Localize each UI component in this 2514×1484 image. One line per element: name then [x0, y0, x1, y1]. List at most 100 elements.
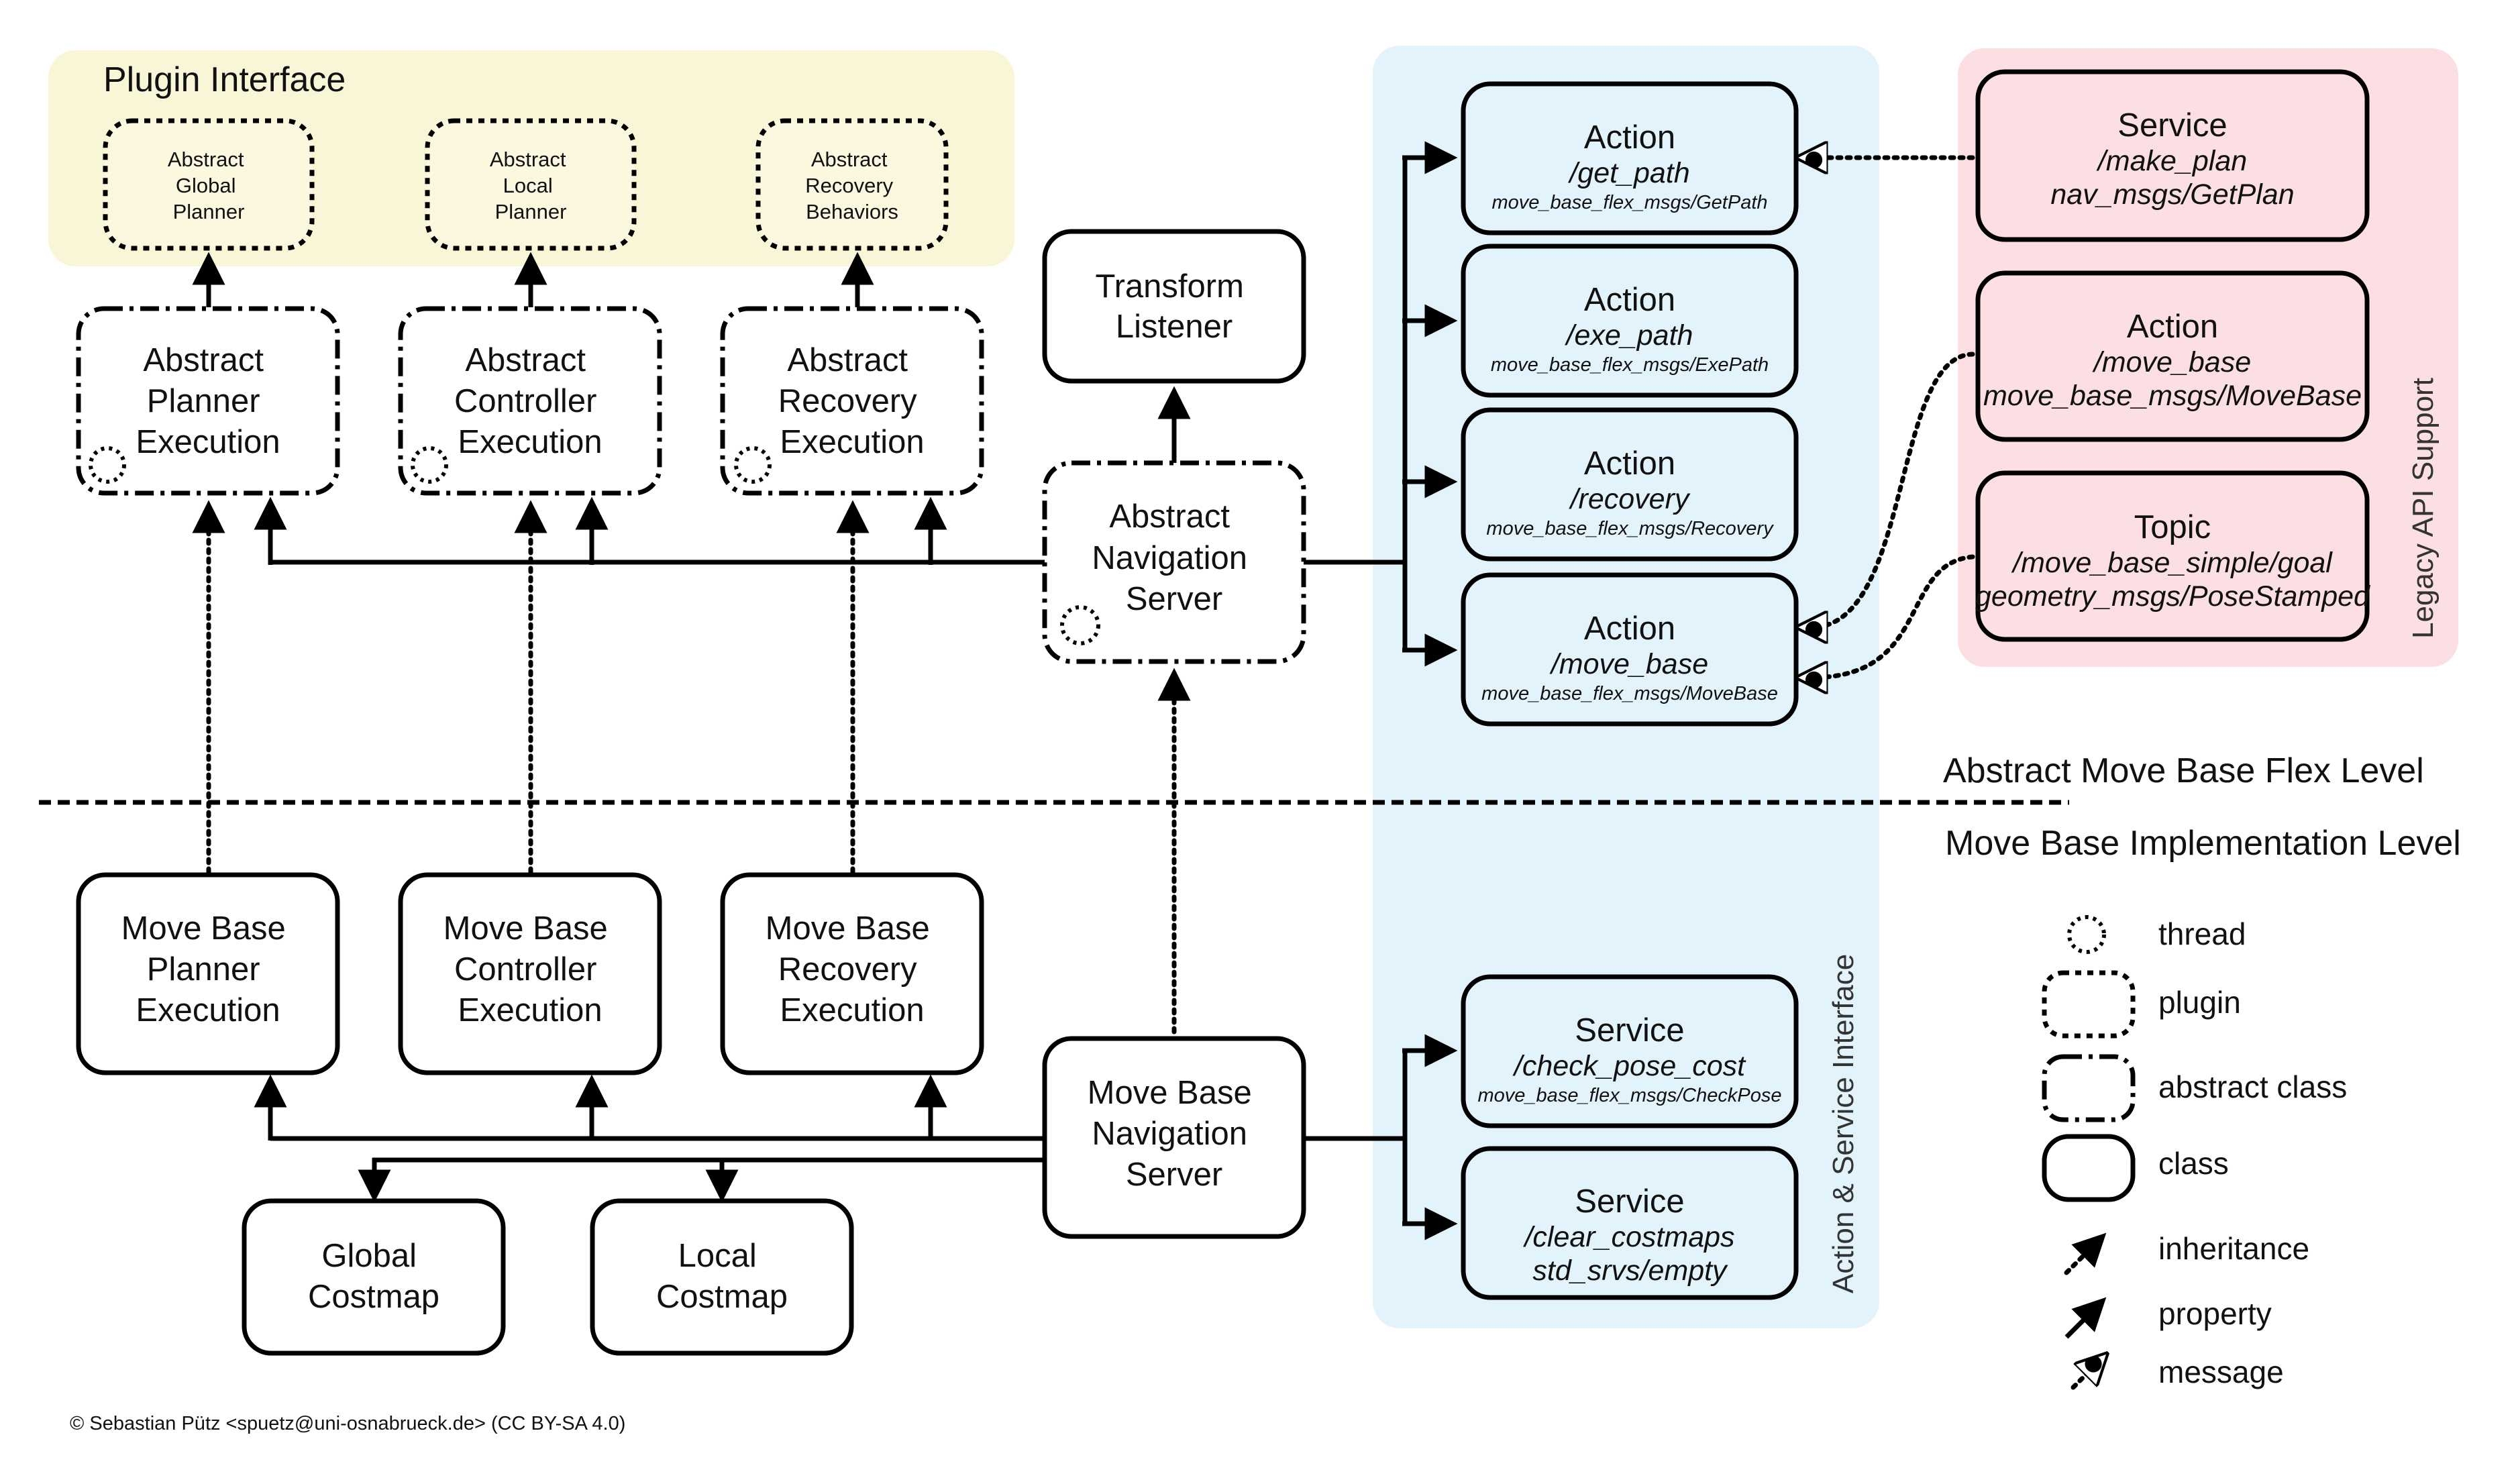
service-check-pose-cost: Service /check_pose_cost move_base_flex_…	[1461, 974, 1799, 1128]
action-name-label: /recovery	[1569, 483, 1691, 515]
service-box	[1461, 1146, 1799, 1300]
action-type-label: move_base_flex_msgs/Recovery	[1486, 518, 1774, 539]
label-line: Local	[678, 1238, 757, 1274]
plugin-label: Abstract Local Planner	[490, 148, 572, 223]
label-line: Execution	[136, 424, 280, 460]
legend-abstract-class-icon	[2042, 1054, 2136, 1122]
label-line: Execution	[458, 992, 602, 1028]
label-line: Abstract	[143, 342, 264, 378]
action-name-label: /move_base	[1549, 648, 1708, 680]
service-type-label: move_base_flex_msgs/CheckPose	[1478, 1085, 1782, 1106]
abstract-class-box	[76, 306, 340, 496]
move-base-controller-execution: Move Base Controller Execution	[398, 872, 662, 1075]
thread-icon	[411, 446, 448, 484]
abstract-class-box	[398, 306, 662, 496]
plugin-label-line: Global	[176, 174, 236, 197]
legacy-type-label: move_base_msgs/MoveBase	[1983, 380, 2362, 412]
global-costmap: Global Costmap	[242, 1198, 506, 1356]
plugin-label-line: Abstract	[168, 148, 244, 171]
legacy-box	[1975, 270, 2370, 442]
action-kind-label: Action	[1584, 282, 1675, 318]
label-line: Move Base	[1088, 1075, 1252, 1111]
action-box	[1461, 244, 1799, 398]
legacy-type-label: nav_msgs/GetPlan	[2050, 178, 2294, 211]
mb-navigation-server-label: Move Base Navigation Server	[1088, 1075, 1261, 1193]
action-service-interface-label: Action & Service Interface	[1827, 954, 1860, 1293]
abstract-planner-execution: Abstract Planner Execution	[76, 306, 340, 496]
action-get-path: Action /get_path move_base_flex_msgs/Get…	[1461, 81, 1799, 235]
plugin-label-line: Planner	[495, 200, 567, 223]
legend-plugin-icon	[2042, 970, 2136, 1039]
service-type-label: std_srvs/empty	[1532, 1255, 1728, 1287]
legend-property-icon	[2064, 1297, 2107, 1339]
label-line: Planner	[147, 383, 260, 419]
message-arrow	[1812, 352, 1975, 627]
plugin-label: Abstract Recovery Behaviors	[805, 148, 899, 223]
legacy-name-label: /move_base_simple/goal	[2011, 547, 2333, 579]
label-line: Controller	[454, 383, 596, 419]
class-box	[398, 872, 662, 1075]
legacy-name-label: /make_plan	[2096, 145, 2247, 177]
costmap-label: Local Costmap	[656, 1238, 788, 1315]
plugin-label-line: Local	[503, 174, 553, 197]
legend-message-label: message	[2158, 1355, 2284, 1389]
class-box	[76, 872, 340, 1075]
mb-execution-label: Move Base Planner Execution	[121, 910, 295, 1028]
plugin-abstract-local-planner: Abstract Local Planner	[425, 118, 637, 251]
transform-listener: Transform Listener	[1042, 229, 1306, 384]
plugin-interface-label: Plugin Interface	[103, 60, 346, 99]
label-line: Abstract	[787, 342, 908, 378]
costmap-label: Global Costmap	[308, 1238, 439, 1315]
label-line: Execution	[780, 424, 924, 460]
legacy-service-make-plan: Service /make_plan nav_msgs/GetPlan	[1975, 69, 2370, 242]
label-line: Execution	[780, 992, 924, 1028]
label-line: Global	[321, 1238, 417, 1274]
action-name-label: /exe_path	[1565, 319, 1693, 352]
label-line: Server	[1126, 581, 1222, 617]
label-line: Controller	[454, 951, 596, 988]
plugin-label-line: Planner	[173, 200, 245, 223]
legacy-kind-label: Topic	[2134, 509, 2211, 545]
plugin-box	[425, 118, 637, 251]
legend-inheritance-icon	[2064, 1232, 2107, 1275]
legend-message-icon	[2071, 1364, 2097, 1390]
label-line: Planner	[147, 951, 260, 988]
label-line: Execution	[458, 424, 602, 460]
legacy-kind-label: Service	[2117, 107, 2227, 144]
legacy-box	[1975, 470, 2370, 642]
label-line: Abstract	[465, 342, 586, 378]
service-clear-costmaps: Service /clear_costmaps std_srvs/empty	[1461, 1146, 1799, 1300]
abstract-navigation-server: Abstract Navigation Server	[1042, 460, 1306, 664]
plugin-label: Abstract Global Planner	[168, 148, 250, 223]
label-line: Recovery	[778, 951, 917, 988]
legacy-action-move-base: Action /move_base move_base_msgs/MoveBas…	[1975, 270, 2370, 442]
action-kind-label: Action	[1584, 119, 1675, 156]
plugin-label-line: Abstract	[811, 148, 888, 171]
label-line: Abstract	[1109, 498, 1230, 535]
label-line: Move Base	[443, 910, 608, 947]
abstract-execution-label: Abstract Recovery Execution	[778, 342, 927, 460]
class-box	[242, 1198, 506, 1356]
legacy-kind-label: Action	[2127, 309, 2218, 345]
move-base-planner-execution: Move Base Planner Execution	[76, 872, 340, 1075]
action-type-label: move_base_flex_msgs/MoveBase	[1481, 683, 1778, 704]
legend-thread-icon	[2067, 915, 2106, 954]
plugin-label-line: Abstract	[490, 148, 566, 171]
abstract-class-box	[720, 306, 984, 496]
local-costmap: Local Costmap	[590, 1198, 854, 1356]
action-box	[1461, 407, 1799, 562]
class-box	[1042, 229, 1306, 384]
plugin-label-line: Recovery	[805, 174, 893, 197]
service-name-label: /clear_costmaps	[1522, 1221, 1734, 1253]
abstract-level-label: Abstract Move Base Flex Level	[1943, 751, 2424, 790]
service-bus	[1304, 1051, 1408, 1224]
label-line: Move Base	[121, 910, 286, 947]
label-line: Execution	[136, 992, 280, 1028]
copyright-notice: © Sebastian Pütz <spuetz@uni-osnabrueck.…	[70, 1413, 625, 1434]
service-kind-label: Service	[1575, 1183, 1684, 1220]
legend-property-label: property	[2158, 1296, 2272, 1331]
legend: thread plugin abstract class class inher…	[2042, 915, 2347, 1390]
move-base-recovery-execution: Move Base Recovery Execution	[720, 872, 984, 1075]
label-line: Costmap	[308, 1279, 439, 1315]
label-line: Recovery	[778, 383, 917, 419]
